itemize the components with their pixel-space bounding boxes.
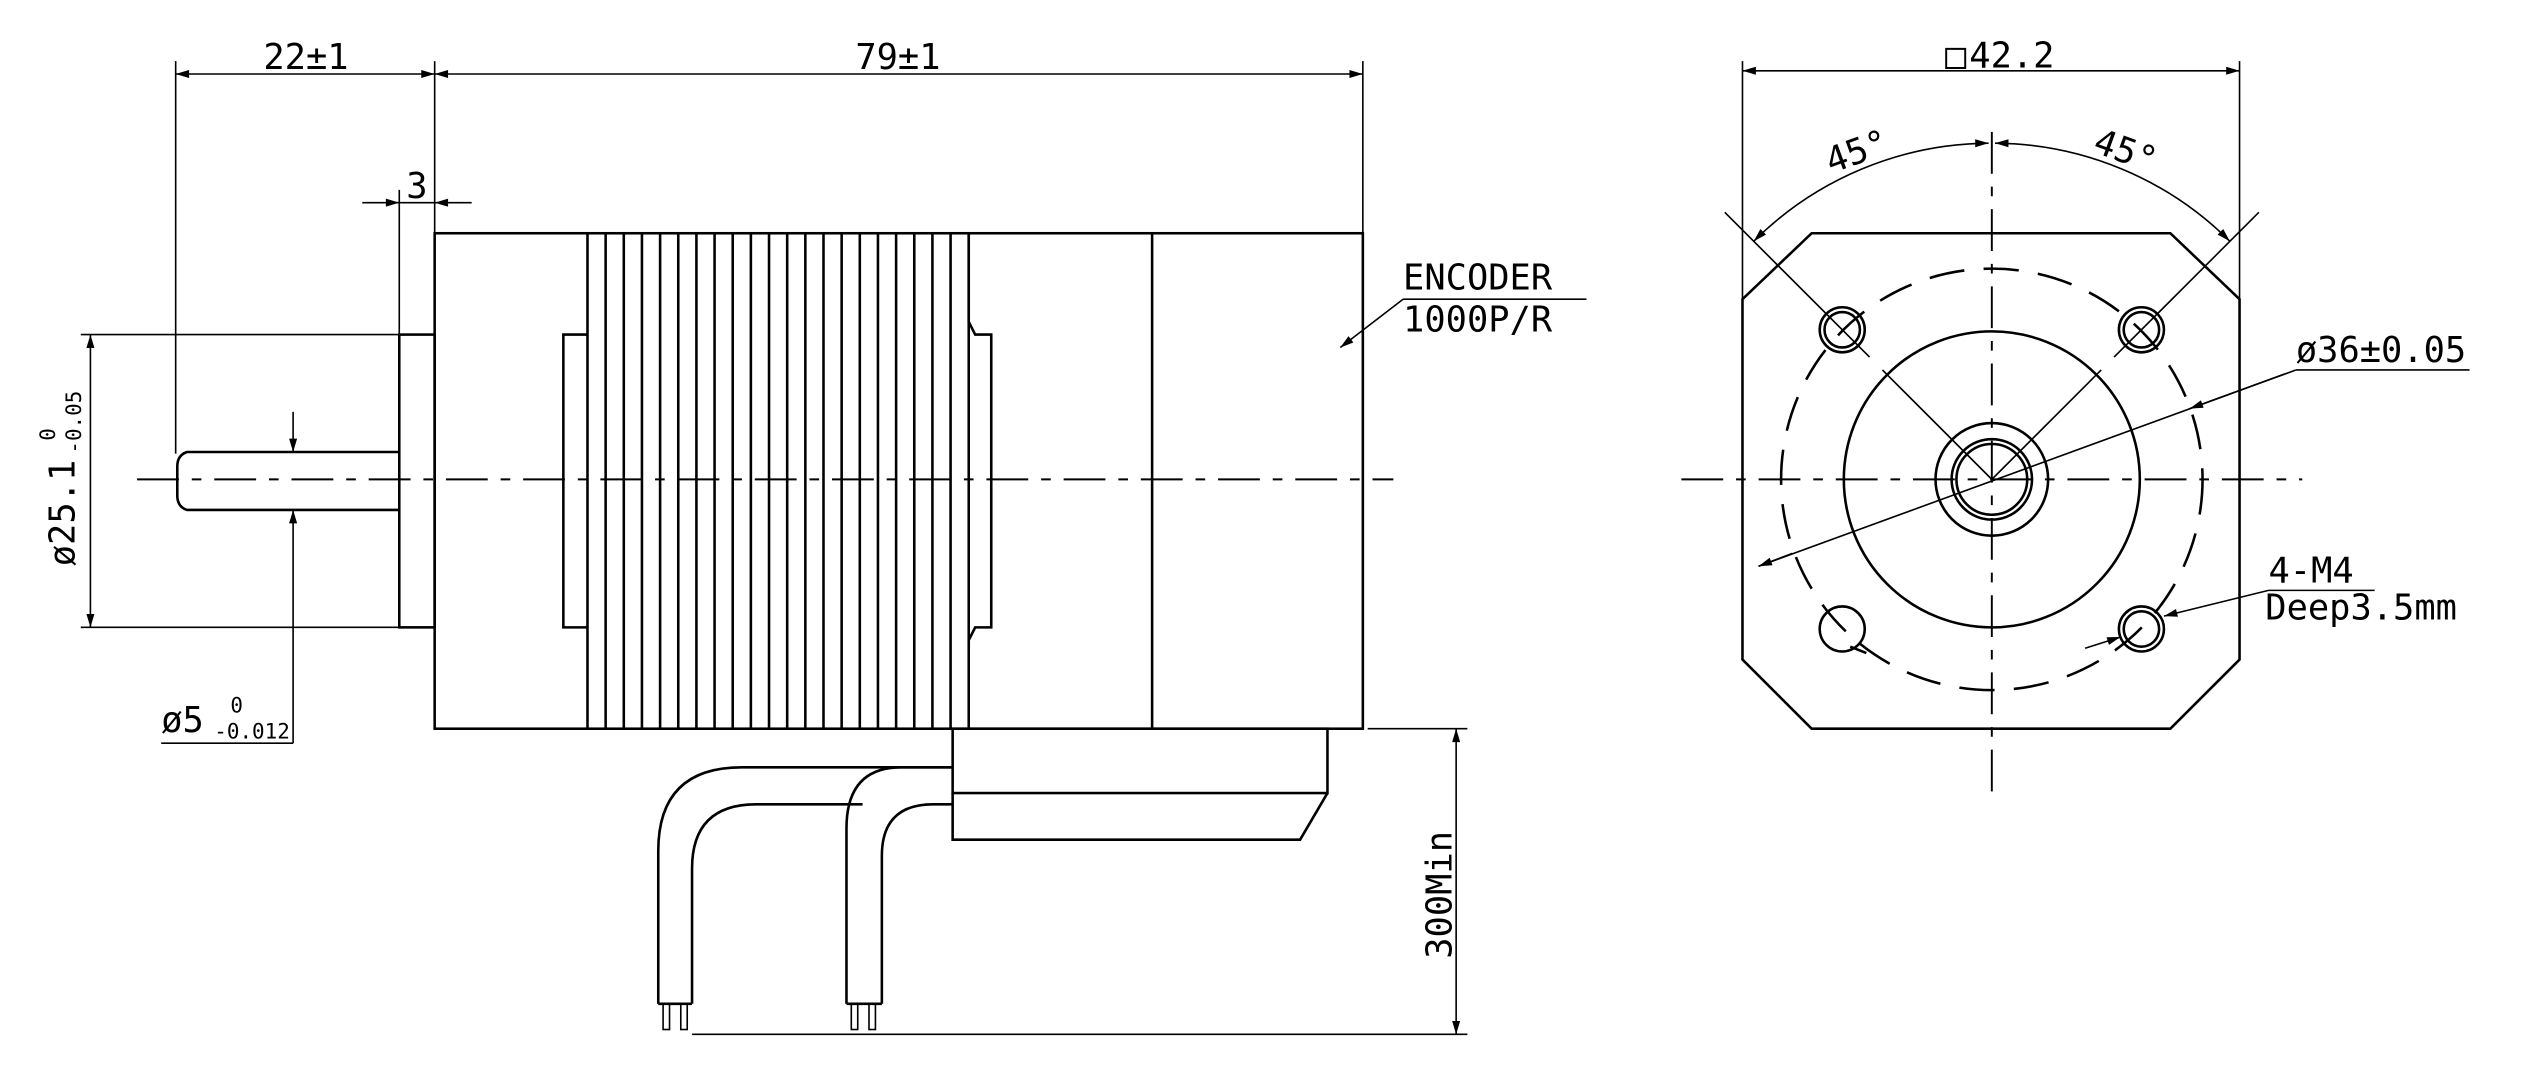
encoder-resolution: 1000P/R	[1403, 299, 1553, 340]
holes-label: 4-M4	[2269, 550, 2354, 591]
pilot-diameter-label: ø25.1	[42, 460, 83, 567]
bolt-circle-label: ø36±0.05	[2296, 330, 2466, 371]
pilot-diameter-lower-tol: -0.05	[62, 391, 86, 454]
side-view: 22±1 79±1 3 ø25.1 0 -0.05	[36, 37, 1587, 1036]
cable-1	[656, 766, 953, 1031]
hole-depth-label: Deep3.5mm	[2265, 587, 2457, 628]
cooling-fins	[586, 233, 971, 729]
front-view: □ 42.2 45° 45°	[1681, 36, 2470, 795]
connector-housing	[951, 727, 1329, 795]
flange-outline	[1741, 231, 2241, 730]
shaft-diameter-upper-tol: 0	[230, 694, 243, 718]
bolt-circle	[1779, 267, 2204, 692]
mounting-holes	[1818, 305, 2166, 655]
body-length-label: 79±1	[855, 37, 940, 78]
pilot-length-label: 3	[406, 166, 427, 207]
angle-left-label: 45°	[1820, 122, 1894, 182]
shaft-length-label: 22±1	[263, 37, 348, 78]
encoder-label: ENCODER	[1403, 258, 1553, 299]
shaft	[175, 450, 400, 512]
cable-2	[845, 766, 953, 1031]
flange-size-label: 42.2	[1969, 36, 2054, 77]
pilot-circle	[1842, 330, 2142, 629]
square-symbol: □	[1945, 36, 1967, 77]
shaft-circle	[1950, 437, 2034, 521]
hub-circle	[1934, 421, 2050, 537]
shaft-diameter-label: ø5	[161, 700, 204, 741]
motor-body	[433, 231, 1365, 730]
pilot-boss	[397, 333, 436, 629]
angle-right-label: 45°	[2088, 121, 2162, 181]
pilot-diameter-upper-tol: 0	[36, 428, 60, 441]
cable-length-label: 300Min	[1419, 831, 1460, 959]
shaft-diameter-lower-tol: -0.012	[214, 719, 290, 743]
